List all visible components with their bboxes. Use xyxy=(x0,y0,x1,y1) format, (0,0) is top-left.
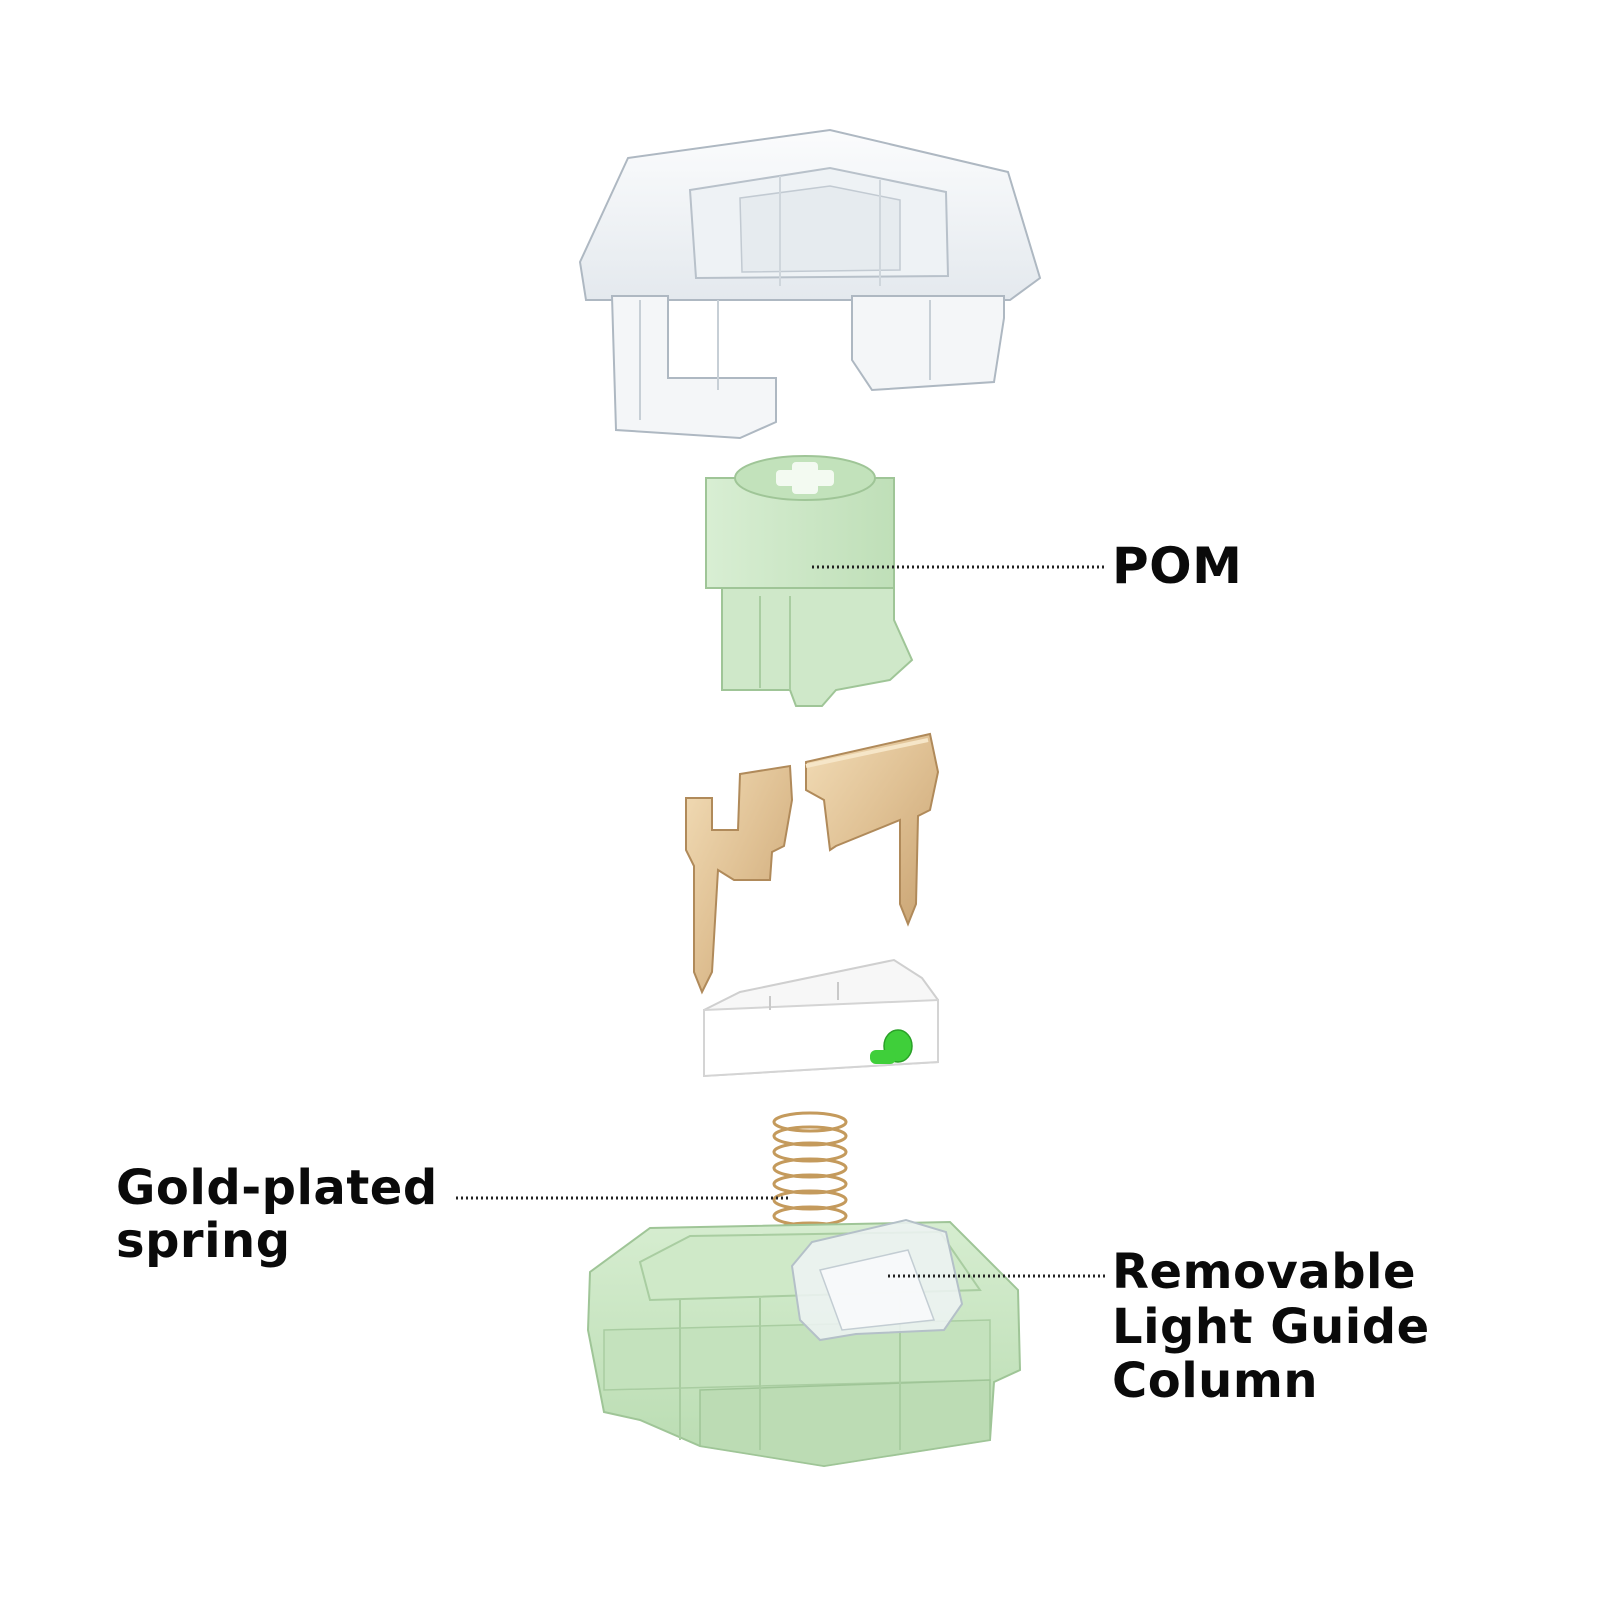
label-spring-line-1: Gold-plated xyxy=(116,1160,438,1216)
label-gold-plated-spring: Gold-plated spring xyxy=(116,1162,438,1268)
leader-lines xyxy=(456,565,1108,1278)
bright-green-pin-icon xyxy=(870,1029,913,1064)
transparent-top-housing-icon xyxy=(578,128,1042,440)
label-guide-line-3: Column xyxy=(1112,1353,1319,1410)
label-guide-line-1: Removable xyxy=(1112,1244,1417,1300)
label-spring-line-2: spring xyxy=(116,1212,291,1269)
label-removable-light-guide-column: Removable Light Guide Column xyxy=(1112,1245,1430,1409)
light-guide-column-icon xyxy=(790,1218,964,1342)
label-pom: POM xyxy=(1112,538,1242,594)
label-guide-line-2: Light Guide xyxy=(1112,1298,1430,1355)
gold-contact-leaves-icon xyxy=(685,732,940,995)
pom-stem-icon xyxy=(705,455,914,707)
white-module-icon xyxy=(703,958,939,1078)
label-pom-text: POM xyxy=(1112,537,1243,595)
